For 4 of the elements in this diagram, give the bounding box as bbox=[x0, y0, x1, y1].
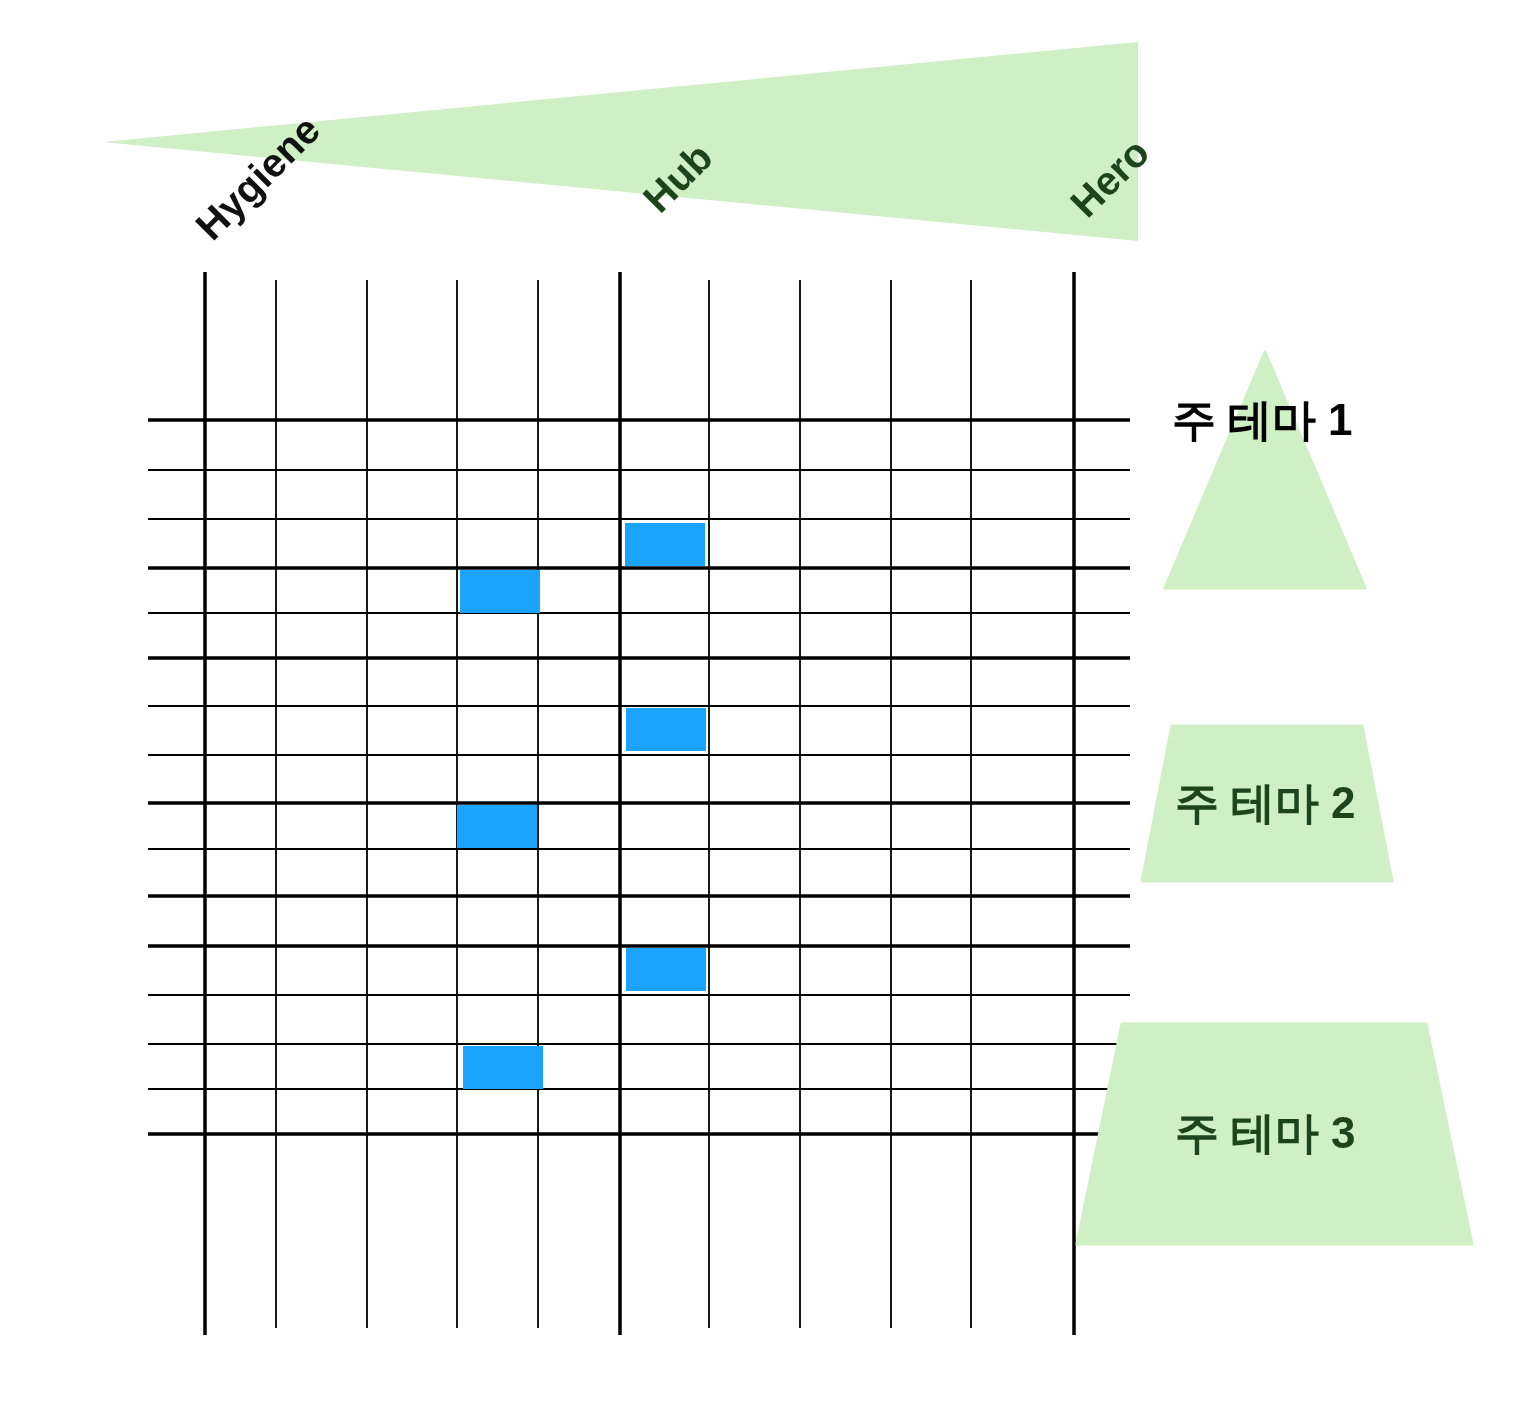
theme-label: 주 테마 1 bbox=[1171, 393, 1353, 446]
theme-label: 주 테마 3 bbox=[1174, 1106, 1356, 1159]
theme-label: 주 테마 2 bbox=[1174, 776, 1356, 829]
level-label: Hub bbox=[634, 134, 722, 222]
